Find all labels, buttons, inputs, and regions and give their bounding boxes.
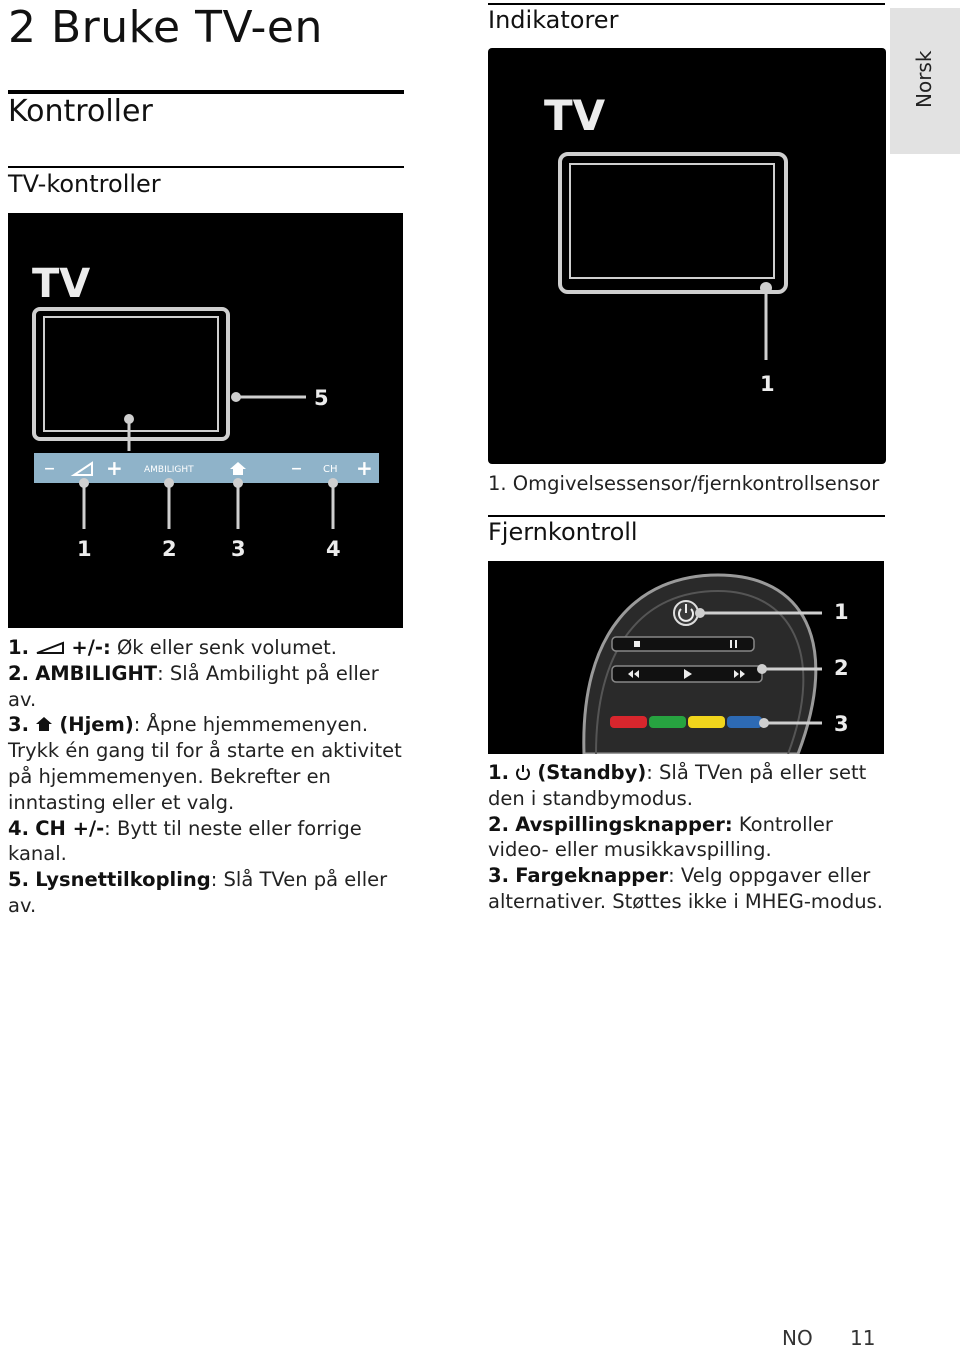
blue-button — [727, 716, 762, 728]
remote-body — [582, 573, 818, 754]
indicators-figure: TV 1 — [488, 48, 886, 464]
green-button — [649, 716, 686, 728]
tv-screen — [569, 163, 775, 279]
channel-plus-label: + — [356, 456, 373, 480]
home-icon — [36, 717, 53, 732]
page-number: 11 — [850, 1326, 876, 1350]
power-icon — [678, 604, 694, 622]
channel-label: CH — [323, 464, 338, 475]
callout-1: 1 — [760, 372, 775, 396]
tv-controls-list: 1. +/-: Øk eller senk volumet. 2. AMBILI… — [8, 635, 404, 919]
language-tab-label: Norsk — [912, 50, 936, 108]
callout-1: 1 — [834, 600, 849, 624]
callout-5: 5 — [314, 386, 329, 410]
forward-icon — [734, 670, 745, 678]
volume-plus-label: + — [106, 456, 123, 480]
tv-control-item-1: 1. +/-: Øk eller senk volumet. — [8, 636, 337, 659]
figure-background — [8, 213, 403, 628]
callout-3: 3 — [231, 537, 246, 561]
footer-language: NO — [782, 1326, 813, 1350]
volume-minus-label: – — [44, 456, 55, 481]
callout-2: 2 — [834, 656, 849, 680]
stop-icon — [634, 641, 640, 647]
tv-control-item-5: 5. Lysnettilkopling: Slå TVen på eller a… — [8, 868, 388, 917]
tv-controls-figure: TV 5 – + AMBILIGHT – CH + 1 2 3 4 — [8, 213, 403, 628]
power-icon — [516, 765, 531, 781]
remote-heading: Fjernkontroll — [488, 518, 638, 546]
remote-figure: 1 2 3 — [488, 561, 884, 754]
transport-row-1 — [611, 636, 755, 652]
callout-1: 1 — [77, 537, 92, 561]
language-tab: Norsk — [890, 8, 960, 154]
indicators-heading: Indikatorer — [488, 6, 619, 34]
tv-screen — [43, 316, 219, 432]
red-button — [610, 716, 647, 728]
tv-frame — [32, 307, 230, 441]
indicators-caption: 1. Omgivelsessensor/fjernkontrollsensor — [488, 472, 880, 495]
pause-icon — [730, 640, 732, 648]
rewind-icon — [628, 670, 639, 678]
volume-icon — [36, 641, 65, 654]
tv-controls-heading: TV-kontroller — [8, 170, 161, 198]
home-icon — [230, 462, 246, 475]
chapter-title: 2 Bruke TV-en — [8, 2, 323, 53]
callout-4: 4 — [326, 537, 341, 561]
ambilight-label: AMBILIGHT — [144, 465, 194, 475]
remote-item-3: 3. Fargeknapper: Velg oppgaver eller alt… — [488, 864, 883, 913]
volume-icon — [70, 461, 93, 476]
tv-control-item-2: 2. AMBILIGHT: Slå Ambilight på eller av. — [8, 661, 379, 711]
remote-rule — [488, 515, 885, 517]
section-title: Kontroller — [8, 94, 153, 129]
remote-item-1: 1. (Standby): Slå TVen på eller sett den… — [488, 761, 867, 810]
callout-3: 3 — [834, 712, 849, 736]
sensor-marker — [760, 282, 772, 294]
tv-label: TV — [544, 91, 606, 140]
heading-rule — [8, 90, 404, 94]
subheading-rule — [8, 166, 404, 168]
tv-label: TV — [32, 261, 90, 307]
callout-2: 2 — [162, 537, 177, 561]
indicators-rule — [488, 3, 885, 5]
remote-item-2: 2. Avspillingsknapper: Kontroller video-… — [488, 812, 833, 862]
channel-minus-label: – — [291, 456, 302, 481]
tv-frame — [558, 152, 788, 294]
yellow-button — [688, 716, 725, 728]
tv-control-item-4: 4. CH +/-: Bytt til neste eller forrige … — [8, 816, 362, 866]
tv-control-item-3: 3. (Hjem): Åpne hjemmemenyen. Trykk én g… — [8, 713, 402, 814]
play-icon — [684, 669, 692, 679]
remote-list: 1. (Standby): Slå TVen på eller sett den… — [488, 760, 888, 915]
